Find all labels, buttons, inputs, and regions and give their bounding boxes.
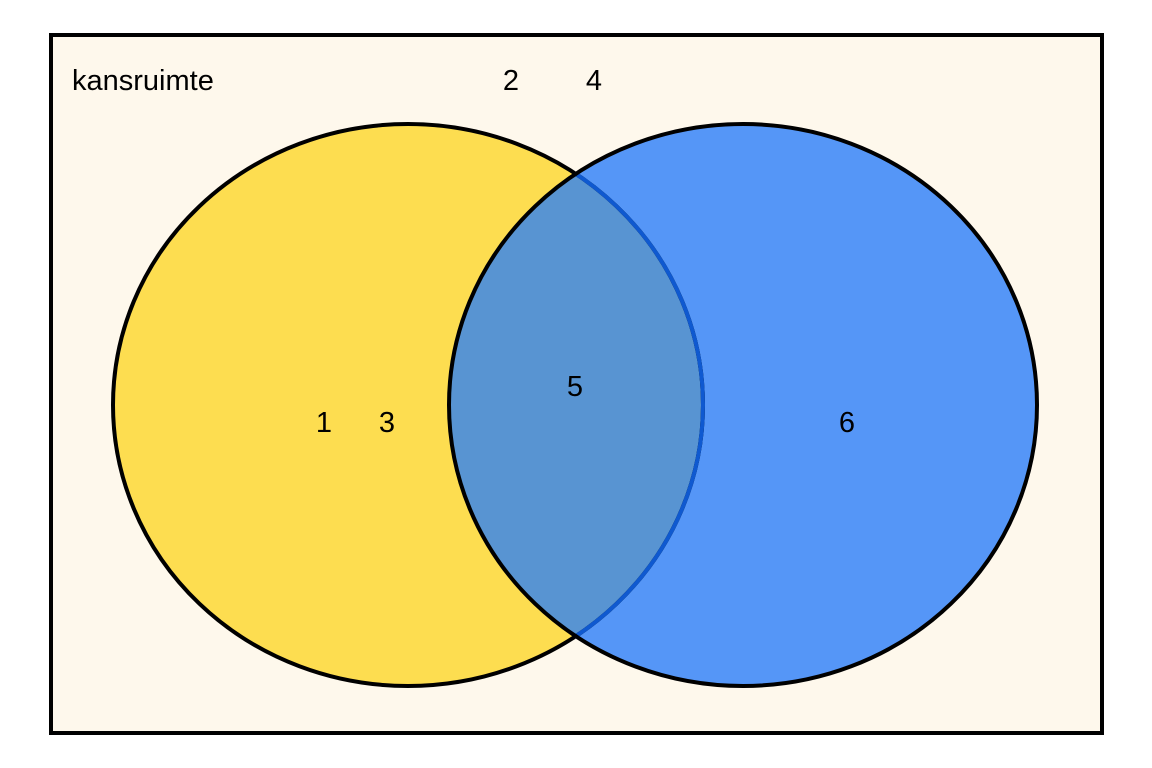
set-a-outline-inside-b xyxy=(451,126,705,684)
set-b-outline xyxy=(447,122,1039,688)
intersection-element: 5 xyxy=(567,371,583,403)
intersection-region xyxy=(449,124,703,686)
sample-space-label: kansruimte xyxy=(72,65,214,97)
outside-element: 4 xyxy=(586,65,602,97)
right-only-element: 6 xyxy=(839,407,855,439)
left-only-element: 1 xyxy=(316,407,332,439)
left-only-element: 3 xyxy=(379,407,395,439)
outside-element: 2 xyxy=(503,65,519,97)
